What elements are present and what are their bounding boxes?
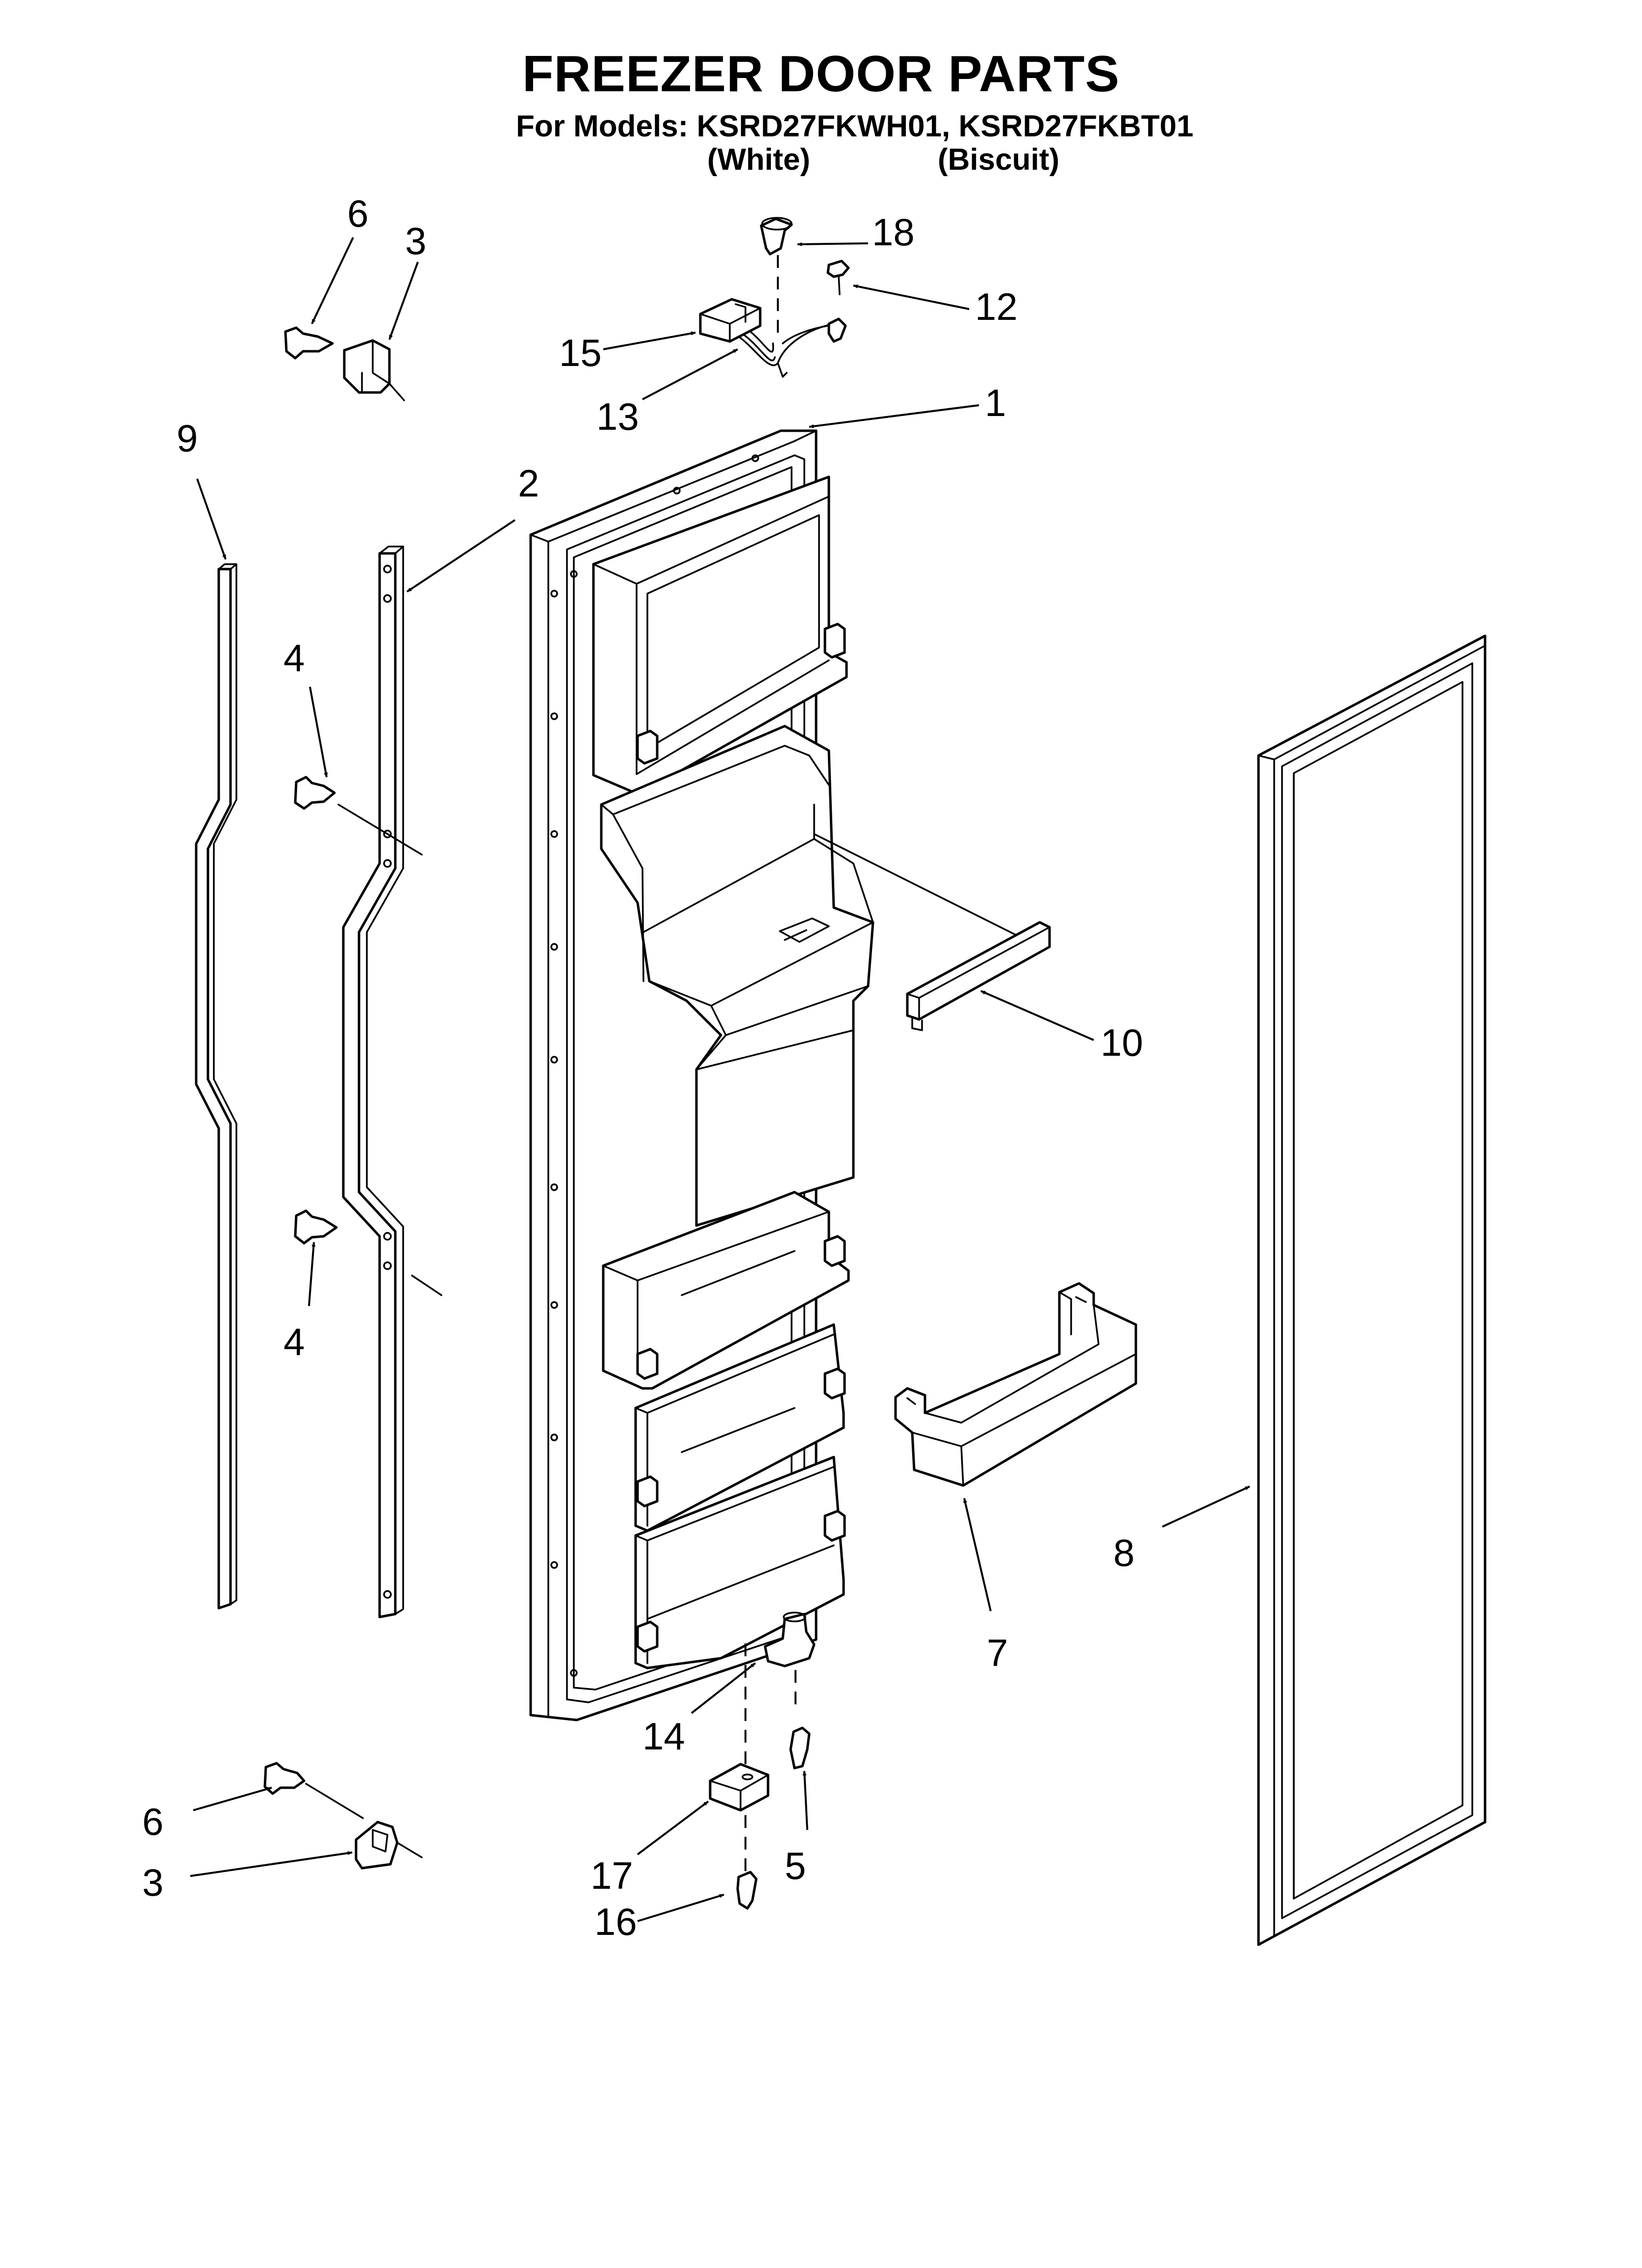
page-title: FREEZER DOOR PARTS: [522, 46, 1120, 103]
callout-14: 14: [642, 1715, 685, 1758]
part-13-wire-harness: [738, 317, 847, 378]
callout-4-bottom: 4: [283, 1320, 305, 1363]
part-1-door-assembly: [529, 429, 1041, 1721]
callout-4-top: 4: [283, 636, 305, 679]
color-variant-white: (White): [707, 143, 811, 177]
part-4-screw-top: [294, 776, 423, 856]
callout-10: 10: [1101, 1021, 1143, 1064]
callout-5: 5: [785, 1844, 806, 1887]
callout-8: 8: [1113, 1531, 1135, 1574]
callout-13: 13: [596, 395, 639, 438]
part-18-plug: [760, 217, 793, 256]
model-numbers: For Models: KSRD27FKWH01, KSRD27FKBT01: [516, 109, 1194, 143]
part-12-screw: [826, 260, 850, 295]
part-4-screw-bottom: [294, 1209, 442, 1296]
part-5-screw: [789, 1726, 811, 1770]
callout-3-bottom: 3: [142, 1861, 164, 1904]
color-variant-biscuit: (Biscuit): [938, 143, 1059, 177]
part-15-connector: [699, 298, 762, 343]
callout-9: 9: [177, 417, 198, 460]
part-17-hinge-block: [709, 1763, 770, 1812]
callout-17: 17: [590, 1854, 633, 1897]
part-14-hinge-pin: [764, 1612, 816, 1668]
callout-leader-lines: [190, 237, 1250, 1922]
callout-16: 16: [594, 1900, 637, 1943]
part-2-bracket: [342, 546, 404, 1618]
callout-2: 2: [518, 462, 539, 505]
callout-6-bottom: 6: [142, 1800, 164, 1843]
part-3-hinge-cap-bottom: [355, 1821, 423, 1870]
callout-12: 12: [975, 285, 1018, 328]
callout-18: 18: [872, 210, 915, 254]
callout-1: 1: [985, 381, 1006, 424]
callout-6-top: 6: [347, 192, 369, 235]
part-9-strip: [195, 563, 237, 1610]
part-10-bar: [906, 921, 1051, 1031]
part-6-screw-bottom: [263, 1762, 364, 1819]
callout-7: 7: [987, 1631, 1008, 1674]
part-8-gasket: [1257, 634, 1487, 1946]
part-6-screw-top: [284, 326, 334, 360]
part-16-screw: [736, 1871, 758, 1910]
callout-3-top: 3: [405, 219, 427, 262]
part-3-hinge-cap-top: [343, 339, 405, 401]
callout-15: 15: [559, 331, 602, 374]
part-7-door-bin: [894, 1282, 1137, 1487]
